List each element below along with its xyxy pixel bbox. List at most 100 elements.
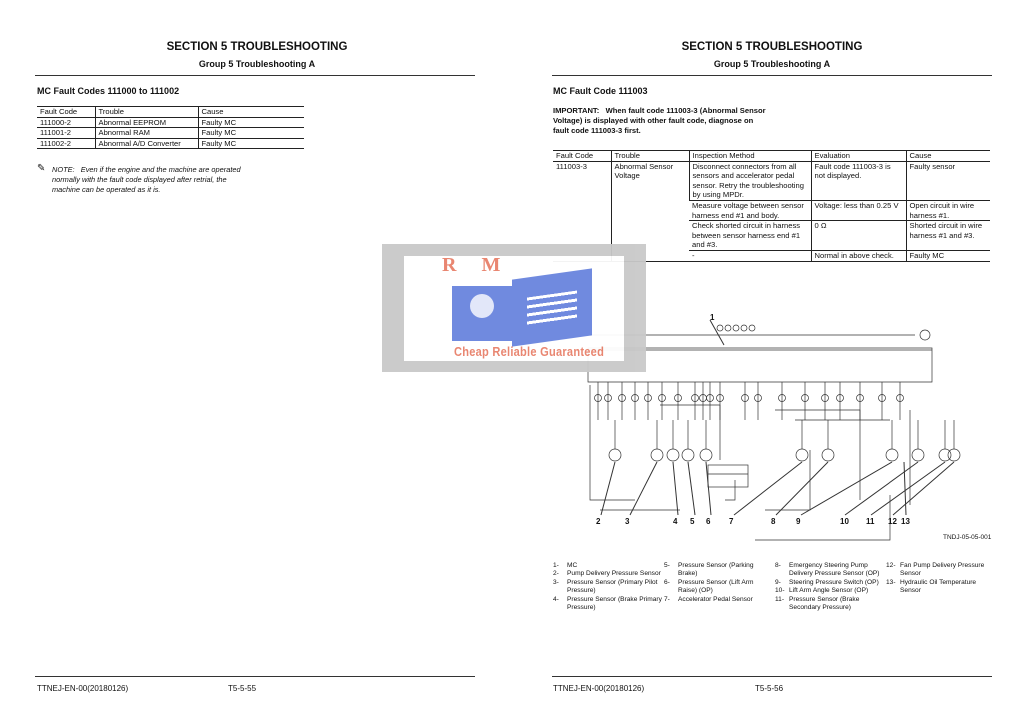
callout-7: 7: [729, 517, 734, 526]
cell: Disconnect connectors from all sensors a…: [688, 161, 811, 201]
legend-item: 6-Pressure Sensor (Lift Arm Raise) (OP): [664, 578, 754, 595]
connector-pin: [724, 324, 732, 332]
connector-pin: [716, 394, 724, 402]
connector-pin: [631, 394, 639, 402]
callout-10: 10: [840, 517, 849, 526]
sensor-symbol: [681, 448, 695, 462]
connector-pin: [644, 394, 652, 402]
cell: Faulty MC: [197, 127, 304, 139]
watermark: R M Cheap Reliable Guaranteed: [382, 244, 646, 372]
note-text: Even if the engine and the machine are o…: [52, 165, 241, 194]
sensor-symbol: [795, 448, 809, 462]
legend-item: 5-Pressure Sensor (Parking Brake): [664, 562, 754, 578]
legend-item: 8-Emergency Steering Pump Delivery Press…: [775, 562, 880, 578]
connector-pin: [821, 394, 829, 402]
watermark-brand: R M: [442, 254, 511, 276]
sensor-symbol: [911, 448, 925, 462]
col-header: Fault Code: [553, 150, 611, 162]
callout-12: 12: [888, 517, 897, 526]
connector-pin: [604, 394, 612, 402]
group-title: Group 5 Troubleshooting A: [198, 59, 316, 69]
important-text: When fault code 111003-3 (Abnormal Senso…: [553, 106, 766, 135]
legend-item: 10-Lift Arm Angle Sensor (OP): [775, 587, 869, 595]
connector-pin: [594, 394, 602, 402]
pencil-icon: ✎: [37, 163, 46, 174]
footer-code: TTNEJ-EN-00(20180126): [37, 684, 129, 693]
connector-pin: [706, 394, 714, 402]
callout-11: 11: [866, 517, 875, 526]
page-number: T5-5-56: [755, 684, 784, 693]
legend-item: 12-Fan Pump Delivery Pressure Sensor: [886, 562, 985, 578]
callout-4: 4: [673, 517, 678, 526]
cell: -: [689, 250, 811, 262]
callout-5: 5: [690, 517, 695, 526]
connector-pin: [896, 394, 904, 402]
legend-item: 11-Pressure Sensor (Brake Secondary Pres…: [775, 595, 860, 612]
connector-pin: [778, 394, 786, 402]
legend-item: 2-Pump Delivery Pressure Sensor: [553, 570, 661, 578]
cell: Faulty sensor: [905, 161, 990, 201]
col-header: Trouble: [610, 150, 689, 162]
legend-col-4: 12-Fan Pump Delivery Pressure Sensor 13-…: [886, 562, 991, 596]
cell: Faulty MC: [197, 117, 304, 129]
diagram-id: TNDJ-05-05-001: [943, 534, 992, 541]
note-label: NOTE:: [52, 165, 75, 174]
col-header: Fault Code: [37, 106, 95, 118]
connector-pin: [801, 394, 809, 402]
table-row: -Normal in above check.Faulty MC: [553, 250, 990, 262]
important-note: IMPORTANT: When fault code 111003-3 (Abn…: [553, 106, 768, 136]
col-header: Cause: [197, 106, 304, 118]
divider: [35, 75, 475, 76]
callout-8: 8: [771, 517, 776, 526]
callout-2: 2: [596, 517, 601, 526]
section-title: SECTION 5 TROUBLESHOOTING: [681, 41, 863, 53]
sensor-symbol: [666, 448, 680, 462]
divider: [552, 75, 992, 76]
cell: Shorted circuit in wire harness #1 and #…: [905, 220, 990, 251]
cell: 111002-2: [37, 138, 95, 150]
sensor-symbol: [650, 448, 664, 462]
table-row: Measure voltage between sensor harness e…: [553, 200, 990, 222]
legend-item: 13-Hydraulic Oil Temperature Sensor: [886, 578, 977, 595]
connector-pin: [741, 394, 749, 402]
cell: Normal in above check.: [810, 250, 906, 262]
callout-13: 13: [901, 517, 910, 526]
cell: Fault code 111003-3 is not displayed.: [810, 161, 906, 201]
legend-item: 3-Pressure Sensor (Primary Pilot Pressur…: [553, 578, 658, 595]
cell: Abnormal A/D Converter: [94, 138, 198, 150]
connector-pin: [691, 394, 699, 402]
sensor-symbol: [947, 448, 961, 462]
connector-pin: [878, 394, 886, 402]
col-header: Trouble: [94, 106, 198, 118]
connector-pin: [836, 394, 844, 402]
legend-item: 7-Accelerator Pedal Sensor: [664, 595, 753, 603]
watermark-tagline: Cheap Reliable Guaranteed: [454, 344, 605, 359]
cell: Abnormal Sensor Voltage: [610, 161, 689, 262]
connector-pin: [748, 324, 756, 332]
sensor-symbol: [608, 448, 622, 462]
cell: Faulty MC: [905, 250, 990, 262]
legend-item: 9-Steering Pressure Switch (OP): [775, 578, 879, 586]
footer-divider: [552, 676, 992, 677]
connector-pin: [716, 324, 724, 332]
connector-pin: [754, 394, 762, 402]
cell: 0 Ω: [810, 220, 906, 251]
callout-1: 1: [710, 313, 715, 322]
wiring-diagram: [587, 319, 961, 541]
cell: Open circuit in wire harness #1.: [905, 200, 990, 222]
table-row: 111003-3 Abnormal Sensor Voltage Disconn…: [553, 161, 990, 262]
col-header: Evaluation: [810, 150, 906, 162]
col-header: Cause: [905, 150, 990, 162]
sensor-symbol: [885, 448, 899, 462]
cell: Voltage: less than 0.25 V: [810, 200, 906, 222]
sensor-symbol: [699, 448, 713, 462]
legend-col-2: 5-Pressure Sensor (Parking Brake) 6-Pres…: [664, 562, 764, 604]
sensor-symbol: [938, 448, 952, 462]
connector-pin: [658, 394, 666, 402]
legend-item: 4-Pressure Sensor (Brake Primary Pressur…: [553, 595, 662, 612]
callout-6: 6: [706, 517, 711, 526]
cell: 111001-2: [37, 127, 95, 139]
